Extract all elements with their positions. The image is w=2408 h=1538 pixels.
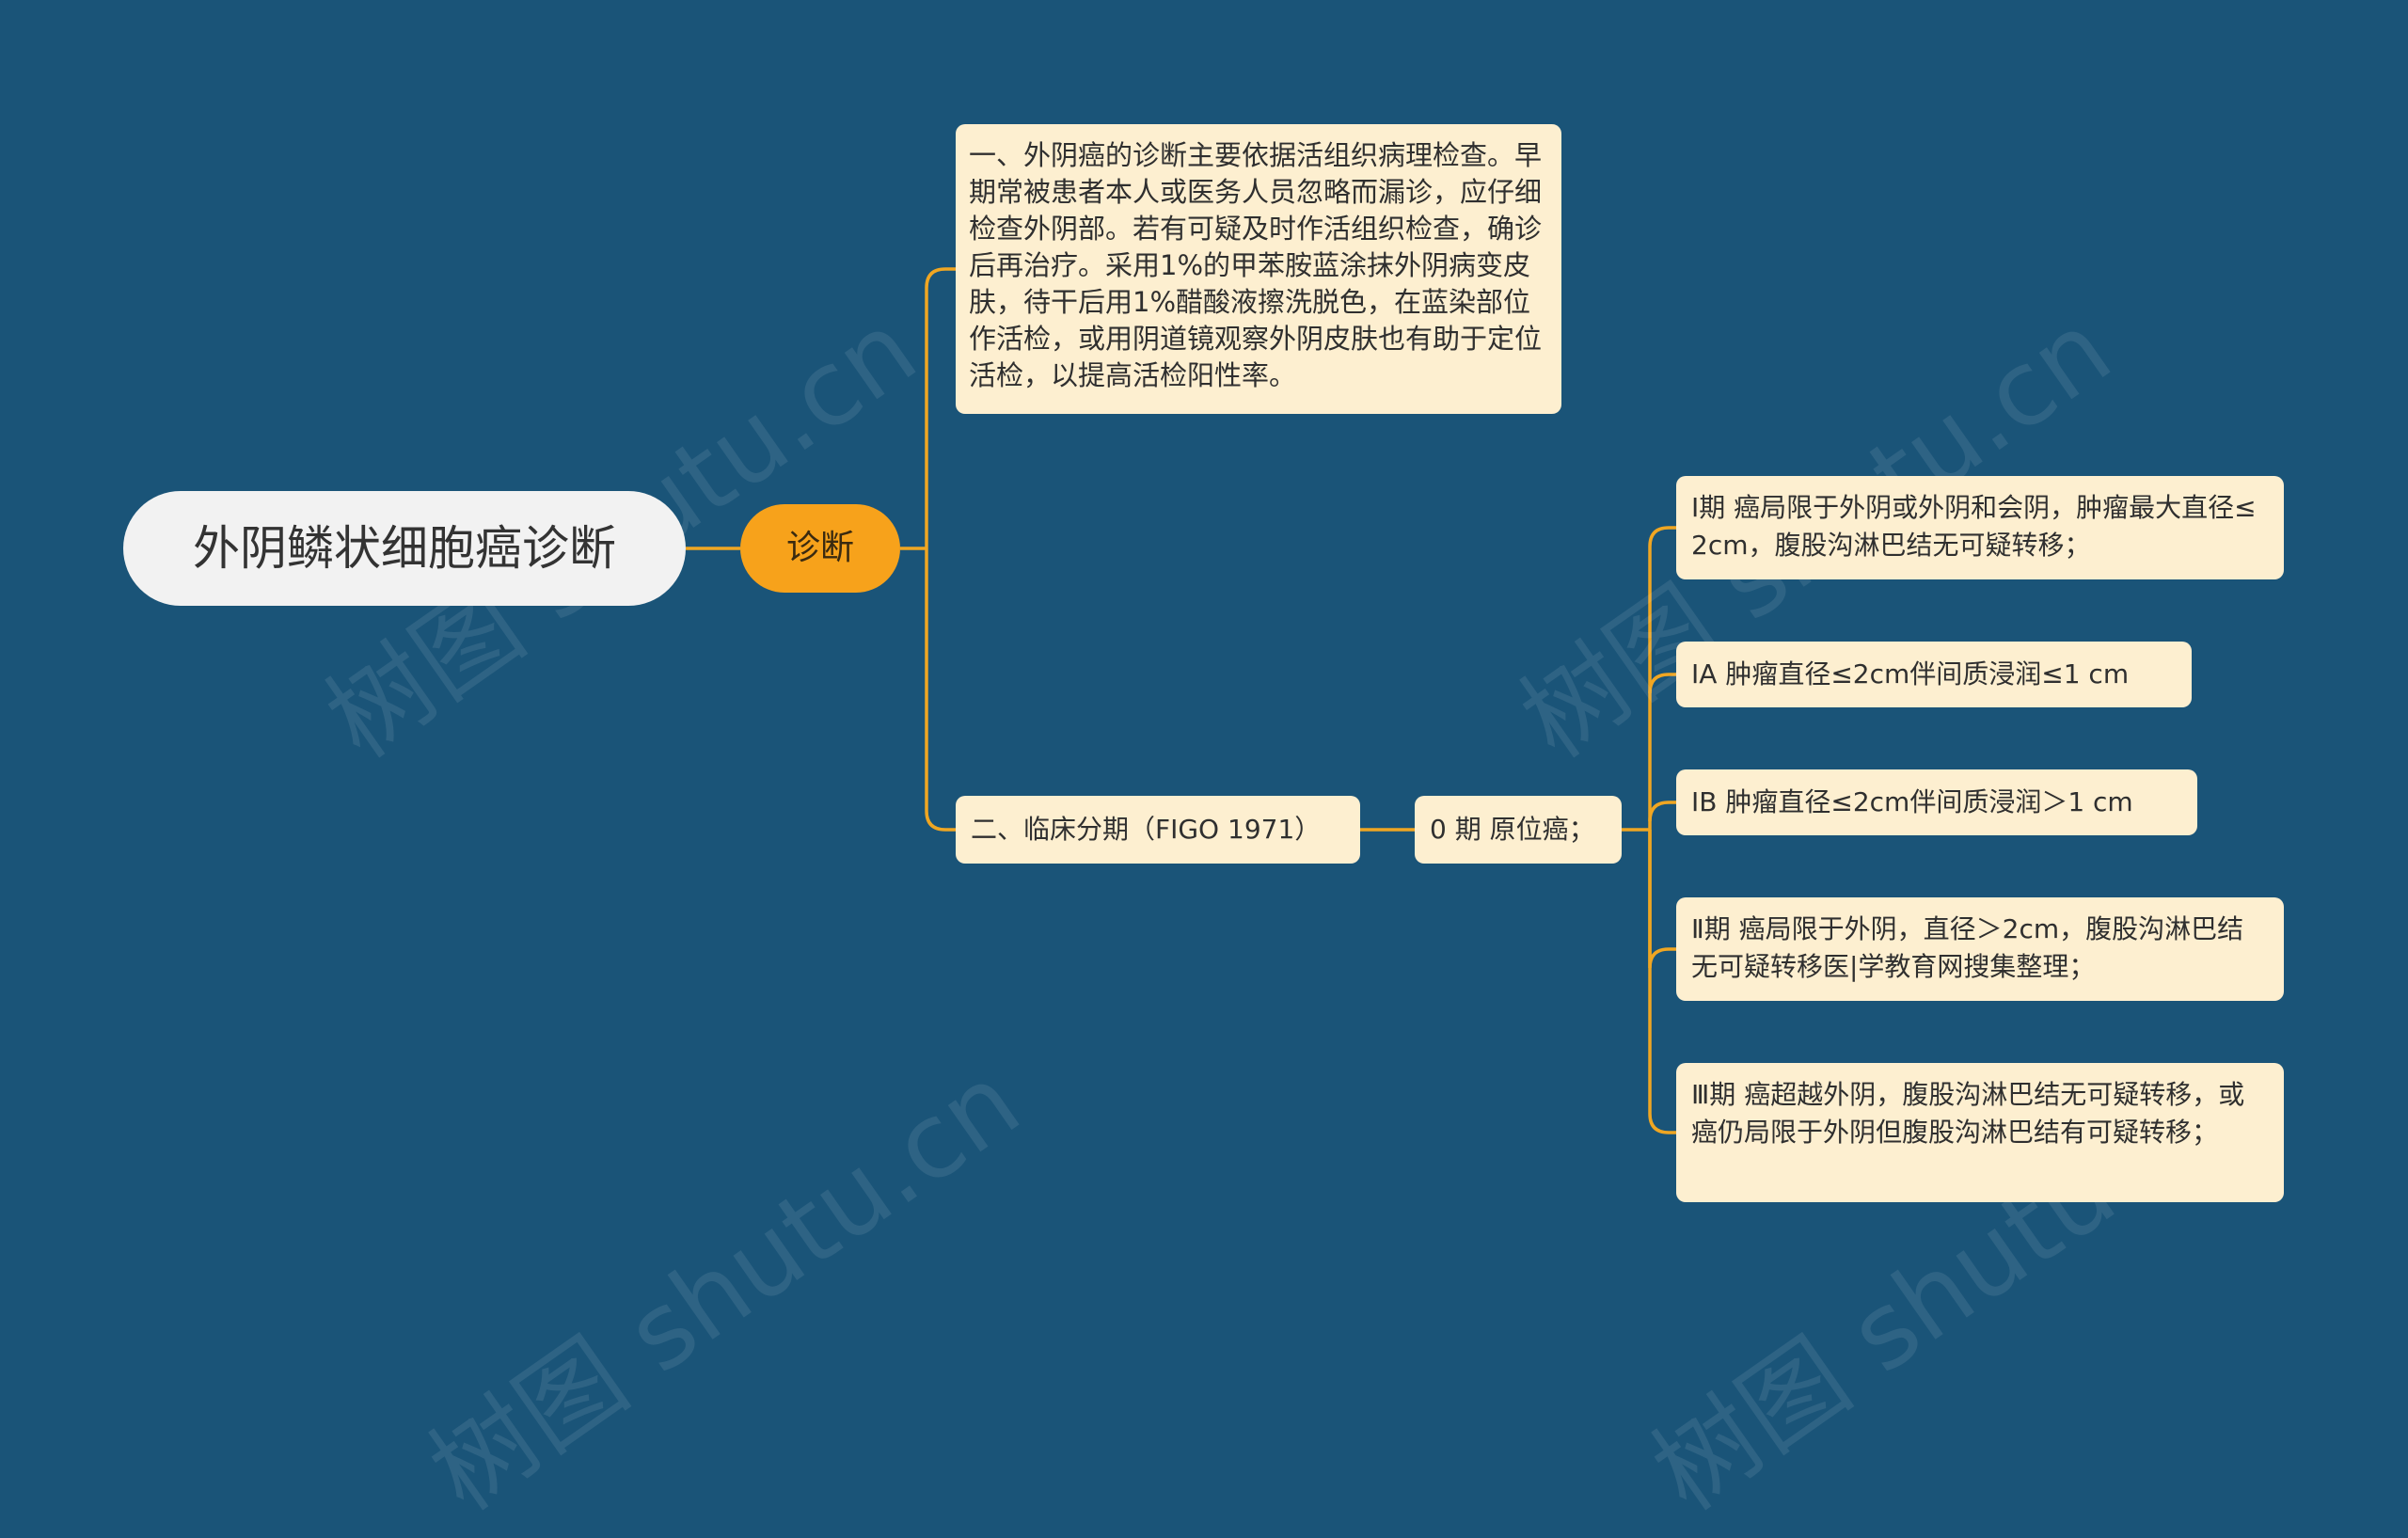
- stage-1a-label: ⅠA 肿瘤直径≤2cm伴间质浸润≤1 cm: [1691, 658, 2130, 690]
- leaf-clinical-staging[interactable]: 二、临床分期（FIGO 1971）: [956, 796, 1360, 864]
- leaf-stage-1[interactable]: Ⅰ期 癌局限于外阴或外阴和会阴，肿瘤最大直径≤2cm，腹股沟淋巴结无可疑转移；: [1676, 476, 2284, 579]
- staging-label: 二、临床分期（FIGO 1971）: [971, 814, 1322, 845]
- link-stage-s1: [1648, 526, 1676, 830]
- link-trunk-text1: [925, 267, 956, 548]
- leaf-stage-2[interactable]: Ⅱ期 癌局限于外阴，直径＞2cm，腹股沟淋巴结无可疑转移医|学教育网搜集整理；: [1676, 897, 2284, 1001]
- leaf-stage-3[interactable]: Ⅲ期 癌超越外阴，腹股沟淋巴结无可疑转移，或癌仍局限于外阴但腹股沟淋巴结有可疑转…: [1676, 1063, 2284, 1202]
- link-stage-s3: [1648, 830, 1676, 1134]
- connector-lines: [686, 267, 1676, 1134]
- link-stage-s2: [1648, 830, 1676, 969]
- branch-node-diagnosis[interactable]: 诊断: [740, 504, 900, 593]
- root-title: 外阴鳞状细胞癌诊断: [193, 520, 616, 576]
- stage-0-label: 0 期 原位癌；: [1430, 814, 1595, 845]
- root-node[interactable]: 外阴鳞状细胞癌诊断: [123, 491, 686, 606]
- link-stage-s1b: [1648, 801, 1676, 822]
- leaf-stage-1b[interactable]: ⅠB 肿瘤直径≤2cm伴间质浸润＞1 cm: [1676, 769, 2197, 835]
- link-stage-s1a: [1648, 673, 1676, 694]
- leaf-diagnosis-text[interactable]: 一、外阴癌的诊断主要依据活组织病理检查。早期常被患者本人或医务人员忽略而漏诊，应…: [956, 124, 1561, 414]
- link-trunk-staging: [925, 548, 956, 832]
- stage-1b-label: ⅠB 肿瘤直径≤2cm伴间质浸润＞1 cm: [1691, 786, 2133, 817]
- mind-map-canvas: 树图 shutu.cn 树图 shutu.cn 树图 shutu.cn 树图 s…: [123, 124, 2284, 1533]
- leaf-stage-1a[interactable]: ⅠA 肿瘤直径≤2cm伴间质浸润≤1 cm: [1676, 642, 2192, 707]
- branch-label: 诊断: [785, 529, 854, 567]
- leaf-stage-0[interactable]: 0 期 原位癌；: [1415, 796, 1622, 864]
